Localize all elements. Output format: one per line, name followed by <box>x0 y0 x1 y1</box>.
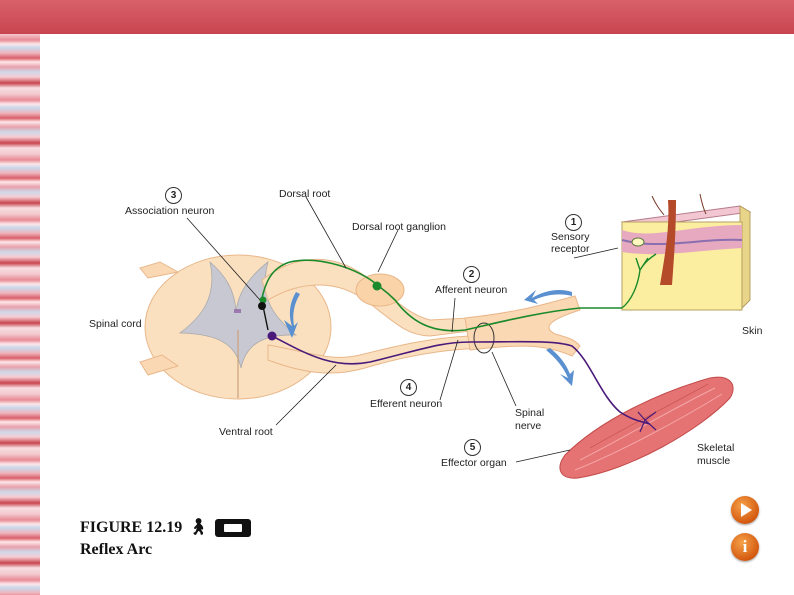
label-ventral-root: Ventral root <box>219 426 273 438</box>
label-efferent-neuron: Efferent neuron <box>370 398 442 410</box>
info-icon: i <box>743 537 748 557</box>
label-association-neuron: Association neuron <box>125 205 214 217</box>
label-afferent-neuron: Afferent neuron <box>435 284 507 296</box>
skin-block <box>622 194 750 310</box>
figure-title: FIGURE 12.19 <box>80 517 182 539</box>
efferent-cell-body <box>268 332 277 341</box>
step-number-5: 5 <box>464 439 481 456</box>
step-number-1: 1 <box>565 214 582 231</box>
association-cell-body <box>258 302 266 310</box>
label-spinal-line1: Spinal <box>515 407 544 419</box>
header-bar <box>0 0 794 34</box>
figure-caption: FIGURE 12.19 🚶︎ Reflex Arc <box>80 517 251 561</box>
label-spinal-line2: nerve <box>515 420 541 432</box>
label-sensory-line2: receptor <box>551 243 590 255</box>
label-skin: Skin <box>742 325 762 337</box>
film-icon[interactable] <box>215 519 251 537</box>
step-number-3: 3 <box>165 187 182 204</box>
figure-subtitle: Reflex Arc <box>80 539 251 561</box>
slide: 3 Association neuron Dorsal root Dorsal … <box>40 34 794 595</box>
info-button[interactable]: i <box>731 533 759 561</box>
label-skeletal-line2: muscle <box>697 455 730 467</box>
step-number-2: 2 <box>463 266 480 283</box>
step-number-4: 4 <box>400 379 417 396</box>
ganglion-cell-body <box>373 282 382 291</box>
label-spinal-cord: Spinal cord <box>89 318 142 330</box>
play-icon <box>741 503 752 517</box>
label-dorsal-root: Dorsal root <box>279 188 330 200</box>
play-button[interactable] <box>731 496 759 524</box>
label-effector-organ: Effector organ <box>441 457 507 469</box>
walking-figure-icon[interactable]: 🚶︎ <box>188 517 208 539</box>
label-sensory-line1: Sensory <box>551 231 590 243</box>
label-dorsal-root-ganglion: Dorsal root ganglion <box>352 221 446 233</box>
label-skeletal-line1: Skeletal <box>697 442 734 454</box>
reflex-arc-diagram <box>40 34 794 595</box>
